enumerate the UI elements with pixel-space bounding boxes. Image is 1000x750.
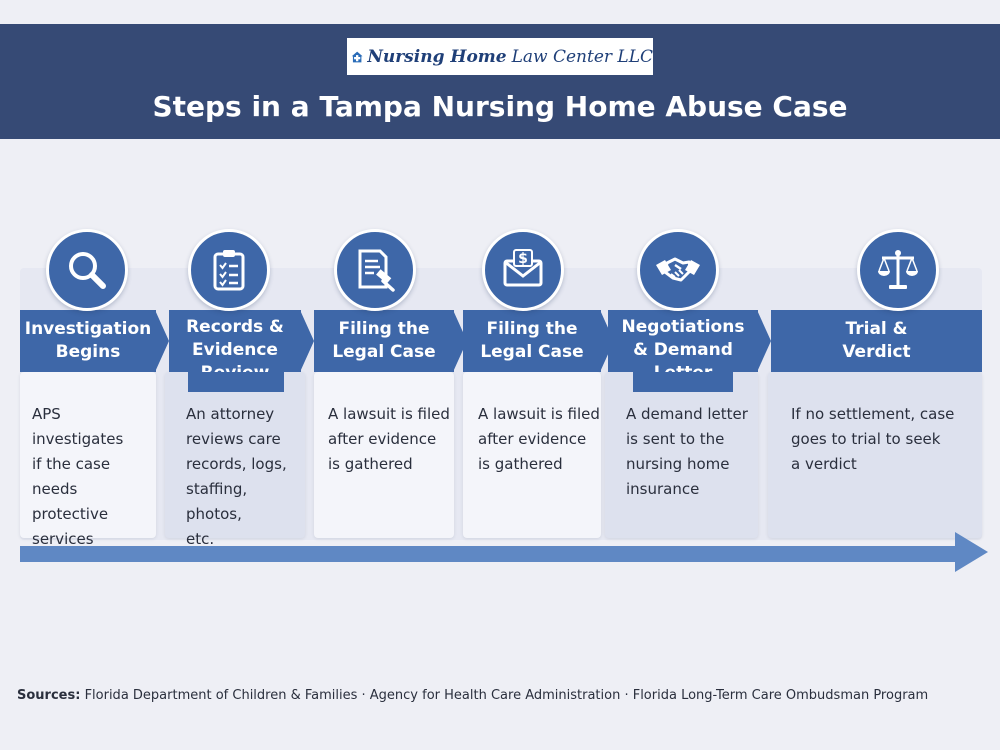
step-description-2: An attorney reviews care records, logs, …	[186, 405, 287, 548]
step-heading-5: Negotiations & Demand Letter	[608, 310, 758, 383]
sources-line: Sources: Florida Department of Children …	[17, 688, 987, 703]
handshake-icon	[656, 257, 700, 282]
clipboard-checklist-icon	[213, 250, 245, 291]
step-card-1	[20, 372, 156, 538]
step-heading-6: Trial & Verdict	[771, 310, 982, 372]
brand-name-rest: Law Center LLC	[511, 46, 653, 67]
step-description-5: A demand letter is sent to the nursing h…	[626, 405, 748, 498]
step-heading-3: Filing the Legal Case	[314, 310, 454, 372]
header-banner: Nursing Home Law Center LLC Steps in a T…	[0, 24, 1000, 139]
envelope-dollar-icon: $	[503, 249, 543, 287]
step-description-4: A lawsuit is filed after evidence is gat…	[478, 405, 600, 473]
step-card-3	[314, 372, 454, 538]
step-heading-2-tab	[188, 372, 284, 392]
sources-label: Sources:	[17, 688, 81, 703]
step-icon-circle-5	[637, 229, 719, 311]
step-icon-circle-4: $	[482, 229, 564, 311]
chevron-arrow-5	[757, 310, 771, 372]
timeline-arrow-head-icon	[955, 532, 988, 572]
step-icon-circle-2	[188, 229, 270, 311]
legal-document-gavel-icon	[358, 249, 395, 292]
brand-logo[interactable]: Nursing Home Law Center LLC	[347, 38, 653, 75]
page-title: Steps in a Tampa Nursing Home Abuse Case	[152, 90, 848, 123]
step-heading-2: Records & Evidence Review	[169, 310, 301, 383]
step-heading-5-tab	[633, 372, 733, 392]
step-card-6	[768, 372, 982, 538]
step-description-3: A lawsuit is filed after evidence is gat…	[328, 405, 450, 473]
svg-text:$: $	[518, 251, 528, 267]
sources-text: Florida Department of Children & Familie…	[84, 688, 929, 703]
step-heading-1: Investigation Begins	[20, 310, 156, 372]
house-cross-icon	[351, 51, 363, 62]
magnifier-icon	[69, 252, 106, 289]
step-card-4	[463, 372, 601, 538]
step-icon-circle-3	[334, 229, 416, 311]
scales-of-justice-icon	[878, 250, 918, 289]
step-description-1: APS investigates if the case needs prote…	[32, 405, 124, 548]
brand-name-bold: Nursing Home	[367, 46, 507, 67]
step-card-5	[605, 372, 758, 538]
step-icon-circle-6	[857, 229, 939, 311]
step-icon-circle-1	[46, 229, 128, 311]
timeline-arrow-shaft	[20, 546, 960, 562]
step-card-2	[165, 372, 305, 538]
step-description-6: If no settlement, case goes to trial to …	[791, 405, 955, 473]
chevron-arrow-1	[155, 310, 169, 372]
step-heading-4: Filing the Legal Case	[463, 310, 601, 372]
chevron-arrow-2	[300, 310, 314, 372]
